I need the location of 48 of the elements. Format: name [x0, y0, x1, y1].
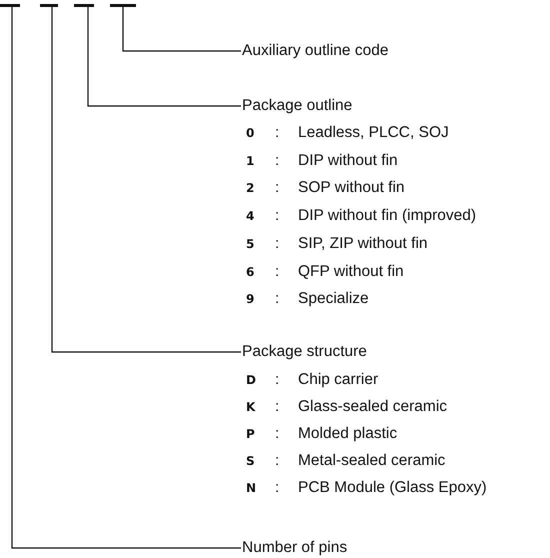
- code-description: Chip carrier: [298, 371, 378, 389]
- code-description: Glass-sealed ceramic: [298, 398, 448, 416]
- code-description: Specialize: [298, 290, 369, 308]
- code-letter: S: [246, 453, 255, 470]
- leader-line: [122, 7, 241, 52]
- code-letter: 6: [246, 264, 254, 280]
- code-letter: K: [246, 399, 256, 416]
- code-description: Molded plastic: [298, 425, 398, 443]
- separator-colon: :: [275, 425, 280, 443]
- separator-colon: :: [275, 152, 280, 170]
- separator-colon: :: [275, 290, 280, 308]
- separator-colon: :: [275, 479, 280, 497]
- field-label: Package outline: [242, 97, 352, 115]
- code-letter: P: [246, 426, 255, 443]
- field-label: Package structure: [242, 343, 367, 361]
- code-description: DIP without fin (improved): [298, 207, 476, 226]
- code-description: SIP, ZIP without fin: [298, 234, 428, 253]
- leader-line: [87, 7, 241, 107]
- code-description: Metal-sealed ceramic: [298, 452, 446, 470]
- code-description: SOP without fin: [298, 179, 405, 198]
- field-label: Auxiliary outline code: [242, 42, 388, 60]
- digit-underline: [74, 4, 94, 7]
- code-letter: N: [246, 480, 256, 497]
- code-letter: 2: [246, 180, 254, 198]
- separator-colon: :: [275, 452, 280, 470]
- code-letter: 4: [246, 208, 254, 226]
- code-description: Leadless, PLCC, SOJ: [298, 124, 449, 142]
- separator-colon: :: [275, 207, 280, 226]
- code-letter: 0: [246, 125, 254, 142]
- separator-colon: :: [275, 371, 280, 389]
- code-letter: 9: [246, 291, 254, 308]
- digit-underline: [0, 4, 20, 7]
- field-label: Number of pins: [242, 539, 348, 557]
- separator-colon: :: [275, 234, 280, 253]
- digit-underline: [110, 4, 136, 7]
- code-letter: D: [246, 372, 256, 389]
- digit-underline: [40, 4, 58, 7]
- leader-line: [51, 7, 241, 353]
- separator-colon: :: [275, 179, 280, 198]
- separator-colon: :: [275, 124, 280, 142]
- separator-colon: :: [275, 398, 280, 416]
- code-description: PCB Module (Glass Epoxy): [298, 479, 487, 497]
- code-description: QFP without fin: [298, 262, 404, 280]
- leader-line: [11, 7, 241, 549]
- code-description: DIP without fin: [298, 152, 398, 170]
- code-letter: 5: [246, 236, 254, 253]
- code-letter: 1: [246, 152, 254, 170]
- separator-colon: :: [275, 262, 280, 280]
